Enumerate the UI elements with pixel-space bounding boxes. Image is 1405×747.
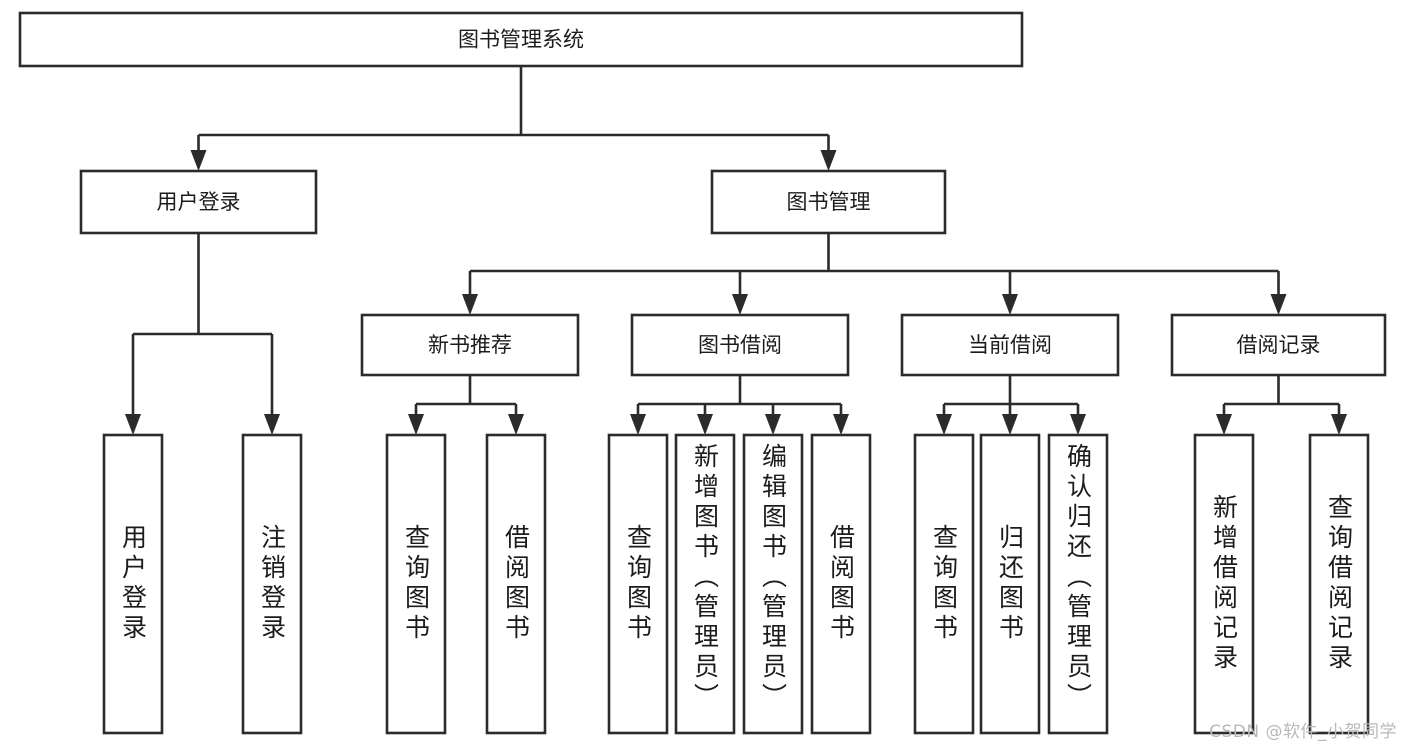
leaf-box-borrow-record-1[interactable] bbox=[1308, 433, 1370, 735]
current-borrow-to-leaves-arrow-1 bbox=[1002, 414, 1018, 435]
leaf-box-current-borrow-2[interactable] bbox=[1047, 433, 1109, 735]
bookmgmt-to-l3-arrow-3 bbox=[1270, 294, 1287, 315]
node-box-root[interactable] bbox=[18, 11, 1024, 68]
node-label-new-book-recommend: 新书推荐 bbox=[428, 333, 512, 357]
leaf-box-user-login-1[interactable] bbox=[241, 433, 303, 735]
book-borrow-to-leaves-arrow-2 bbox=[765, 414, 781, 435]
borrow-record-to-leaves-arrow-0 bbox=[1216, 414, 1232, 435]
node-box-book-management[interactable] bbox=[710, 169, 947, 235]
leaf-box-new-book-recommend-1[interactable] bbox=[485, 433, 547, 735]
box-group bbox=[18, 11, 1387, 735]
current-borrow-to-leaves-arrow-0 bbox=[936, 414, 952, 435]
new-book-recommend-to-leaves-arrow-0 bbox=[408, 414, 424, 435]
new-book-recommend-to-leaves-arrow-1 bbox=[508, 414, 524, 435]
node-label-current-borrow: 当前借阅 bbox=[968, 333, 1052, 357]
leaf-box-borrow-record-0[interactable] bbox=[1193, 433, 1255, 735]
current-borrow-to-leaves-arrow-2 bbox=[1070, 414, 1086, 435]
edge-group bbox=[125, 66, 1347, 435]
node-box-current-borrow[interactable] bbox=[900, 313, 1120, 377]
root-to-l2-arrow-0 bbox=[190, 150, 207, 171]
watermark: CSDN @软件_小贺同学 bbox=[1209, 722, 1397, 742]
node-label-borrow-record: 借阅记录 bbox=[1237, 333, 1321, 357]
node-box-borrow-record[interactable] bbox=[1170, 313, 1387, 377]
node-label-user-login: 用户登录 bbox=[157, 190, 241, 214]
leaf-box-book-borrow-3[interactable] bbox=[810, 433, 872, 735]
leaf-box-current-borrow-0[interactable] bbox=[913, 433, 975, 735]
leaf-box-book-borrow-1[interactable] bbox=[674, 433, 736, 735]
book-borrow-to-leaves-arrow-0 bbox=[630, 414, 646, 435]
borrow-record-to-leaves-arrow-1 bbox=[1331, 414, 1347, 435]
bookmgmt-to-l3-arrow-1 bbox=[732, 294, 748, 315]
leaf-box-current-borrow-1[interactable] bbox=[979, 433, 1041, 735]
leaf-box-new-book-recommend-0[interactable] bbox=[385, 433, 447, 735]
leaf-box-book-borrow-2[interactable] bbox=[742, 433, 804, 735]
node-label-root: 图书管理系统 bbox=[458, 28, 584, 52]
node-label-book-management: 图书管理 bbox=[787, 190, 871, 214]
leaf-box-user-login-0[interactable] bbox=[102, 433, 164, 735]
user-login-to-leaves-arrow-1 bbox=[264, 414, 280, 435]
bookmgmt-to-l3-arrow-2 bbox=[1002, 294, 1018, 315]
node-box-user-login[interactable] bbox=[79, 169, 318, 235]
leaf-box-book-borrow-0[interactable] bbox=[607, 433, 669, 735]
book-borrow-to-leaves-arrow-1 bbox=[697, 414, 713, 435]
root-to-l2-arrow-1 bbox=[820, 150, 837, 171]
book-borrow-to-leaves-arrow-3 bbox=[833, 414, 849, 435]
bookmgmt-to-l3-arrow-0 bbox=[462, 294, 478, 315]
node-box-new-book-recommend[interactable] bbox=[360, 313, 580, 377]
node-box-book-borrow[interactable] bbox=[630, 313, 850, 377]
node-label-book-borrow: 图书借阅 bbox=[698, 333, 782, 357]
user-login-to-leaves-arrow-0 bbox=[125, 414, 141, 435]
